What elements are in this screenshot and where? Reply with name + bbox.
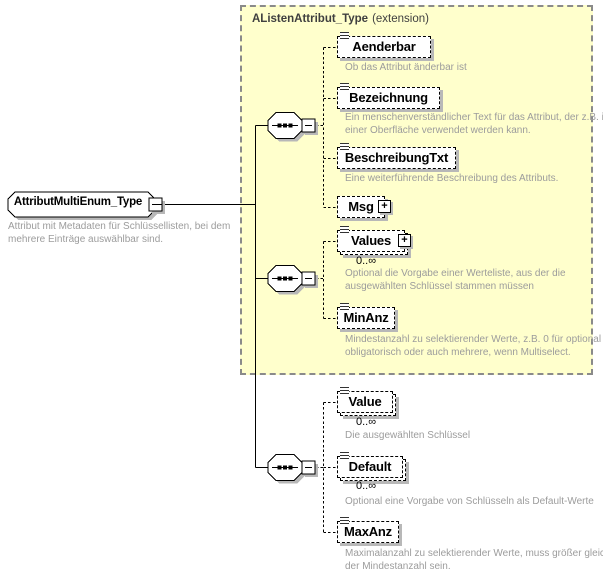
collapse-icon[interactable]	[301, 460, 316, 475]
element-name: Msg	[348, 199, 374, 214]
text-content-icon	[340, 226, 349, 233]
expand-icon[interactable]: +	[398, 234, 411, 247]
solid-connectors	[162, 125, 268, 468]
element-name: MaxAnz	[344, 524, 392, 539]
element-values[interactable]: Values +	[337, 226, 411, 252]
element-default[interactable]: Default	[337, 452, 403, 478]
annotation-maxanz: Maximalanzahl zu selektierender Werte, m…	[345, 548, 603, 572]
element-minanz[interactable]: MinAnz	[337, 303, 395, 329]
element-value[interactable]: Value	[337, 387, 393, 413]
element-name: Aenderbar	[352, 39, 416, 54]
annotation-aenderbar: Ob das Attribut änderbar ist	[345, 62, 467, 73]
annotation-root: Attribut mit Metadaten für Schlüssellist…	[8, 221, 231, 245]
cardinality-label: 0..∞	[356, 255, 377, 267]
annotation-beschreibungtxt: Eine weiterführende Beschreibung des Att…	[345, 173, 559, 184]
element-name: Bezeichnung	[349, 90, 428, 105]
element-name: BeschreibungTxt	[344, 150, 449, 165]
element-maxanz[interactable]: MaxAnz	[337, 517, 399, 543]
annotation-default: Optional eine Vorgabe von Schlüsseln als…	[345, 496, 594, 507]
text-content-icon	[340, 83, 349, 90]
text-content-icon	[340, 452, 349, 459]
collapse-icon[interactable]	[148, 197, 165, 214]
root-element-name: AttributMultiEnum_Type	[13, 196, 143, 208]
sequence-icon[interactable]	[267, 112, 318, 142]
cardinality-label: 0..∞	[356, 480, 377, 492]
cardinality-label: 0..∞	[356, 416, 377, 428]
annotation-minanz: Mindestanzahl zu selektierender Werte, z…	[345, 334, 603, 358]
extension-header: AListenAttribut_Type(extension)	[252, 13, 429, 25]
extension-box: AListenAttribut_Type(extension)	[240, 5, 593, 375]
extension-base-type: AListenAttribut_Type	[252, 13, 369, 25]
collapse-icon[interactable]	[301, 271, 316, 286]
text-content-icon	[340, 32, 349, 39]
annotation-bezeichnung: Ein menschenverständlicher Text für das …	[345, 112, 603, 136]
element-name: MinAnz	[343, 310, 389, 325]
expand-icon[interactable]: +	[378, 200, 391, 213]
annotation-values: Optional die Vorgabe einer Werteliste, a…	[345, 268, 566, 292]
element-aenderbar[interactable]: Aenderbar	[337, 32, 431, 58]
text-content-icon	[340, 387, 349, 394]
text-content-icon	[340, 143, 349, 150]
element-msg[interactable]: Msg +	[337, 196, 391, 218]
root-element-box[interactable]	[7, 191, 165, 220]
text-content-icon	[340, 303, 349, 310]
element-name: Default	[348, 459, 392, 474]
element-beschreibungtxt[interactable]: BeschreibungTxt	[337, 143, 456, 169]
element-name: Values	[351, 233, 391, 248]
sequence-icon[interactable]	[267, 265, 318, 295]
dashed-connectors	[316, 47, 337, 533]
annotation-value: Die ausgewählten Schlüssel	[345, 430, 471, 441]
element-name: Value	[348, 394, 382, 409]
element-bezeichnung[interactable]: Bezeichnung	[337, 83, 440, 109]
text-content-icon	[340, 517, 349, 524]
sequence-icon[interactable]	[267, 454, 318, 484]
collapse-icon[interactable]	[301, 118, 316, 133]
extension-suffix: (extension)	[372, 13, 429, 25]
